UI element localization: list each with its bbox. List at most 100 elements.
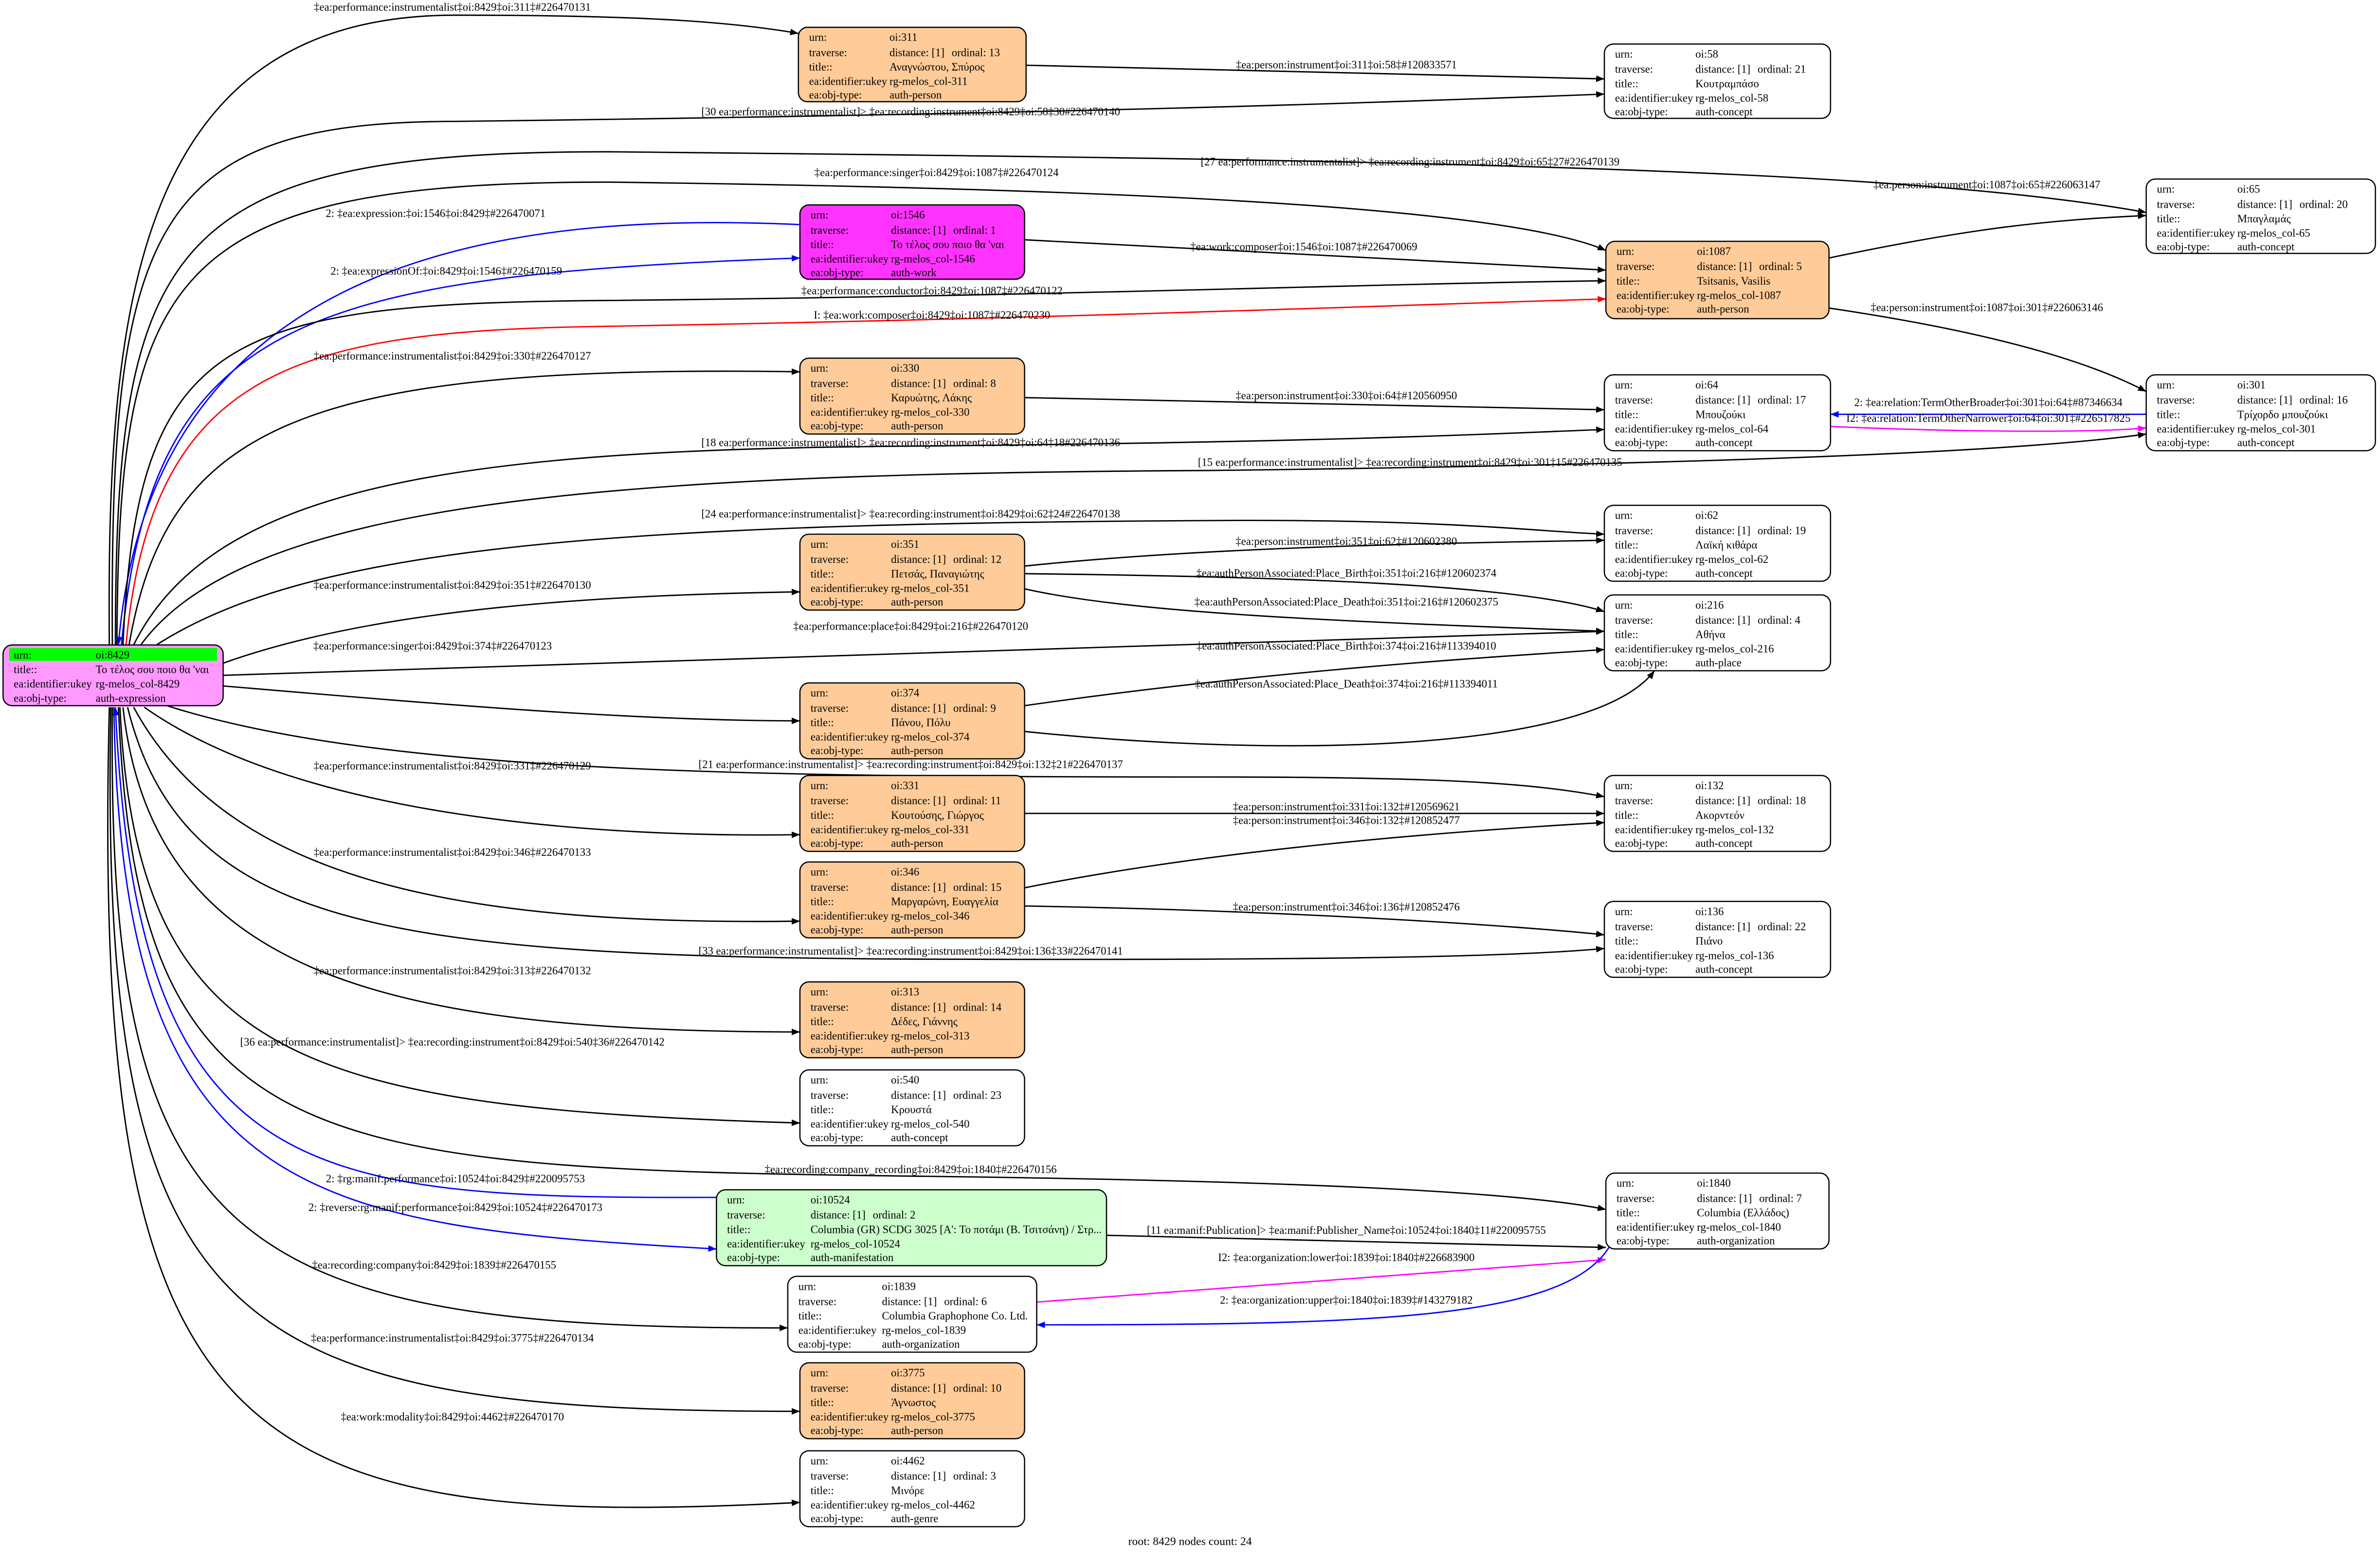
field-label-title: title:: bbox=[1615, 539, 1638, 551]
field-value-obj-type: auth-person bbox=[891, 1425, 944, 1437]
field-label-ukey: ea:identifier:ukey bbox=[811, 1499, 889, 1511]
field-value-obj-type: auth-concept bbox=[1695, 837, 1753, 849]
node-box bbox=[787, 1275, 1037, 1353]
field-label-traverse: traverse: bbox=[2157, 198, 2195, 210]
field-value-obj-type: auth-person bbox=[891, 837, 944, 849]
edge-8429-to-136: [33 ea:performance:instrumentalist]> ‡ea… bbox=[127, 707, 1605, 960]
field-value-urn: oi:65 bbox=[2237, 183, 2260, 195]
field-label-ukey: ea:identifier:ukey bbox=[809, 75, 888, 88]
field-label-ukey: ea:identifier:ukey bbox=[1615, 823, 1693, 835]
edge-8429-to-4462: ‡ea:work:modality‡oi:8429‡oi:4462‡#22647… bbox=[107, 707, 800, 1508]
field-value-distance: distance: [1] bbox=[1697, 260, 1752, 272]
field-value-distance: distance: [1] bbox=[891, 1470, 946, 1482]
edge-label: I2: ‡ea:relation:TermOtherNarrower‡oi:64… bbox=[1846, 412, 2130, 424]
edge-label: ‡ea:performance:instrumentalist‡oi:8429‡… bbox=[314, 350, 591, 362]
field-value-title: Columbia (GR) SCDG 3025 [A': Το ποτάμι (… bbox=[811, 1223, 1102, 1235]
field-value-urn: oi:1840 bbox=[1697, 1177, 1731, 1189]
edge-label: ‡ea:work:composer‡oi:1546‡oi:1087‡#22647… bbox=[1190, 241, 1417, 253]
edge-line bbox=[223, 685, 800, 724]
edge-line bbox=[114, 151, 2146, 645]
node-box bbox=[1603, 775, 1832, 852]
field-value-ukey: rg-melos_col-351 bbox=[891, 582, 969, 594]
field-label-obj-type: ea:obj-type: bbox=[1615, 963, 1668, 975]
node-box bbox=[799, 204, 1025, 280]
node-box bbox=[799, 775, 1025, 852]
field-label-traverse: traverse: bbox=[2157, 394, 2195, 406]
edge-301-to-64: 2: ‡ea:relation:TermOtherBroader‡oi:301‡… bbox=[1830, 396, 2146, 418]
field-label-urn: urn: bbox=[811, 1455, 829, 1467]
field-label-urn: urn: bbox=[1615, 509, 1633, 522]
field-value-obj-type: auth-person bbox=[891, 1044, 944, 1056]
field-value-title: Τρίχορδο μπουζούκι bbox=[2237, 408, 2328, 420]
field-label-ukey: ea:identifier:ukey bbox=[811, 910, 889, 922]
node-box bbox=[799, 981, 1025, 1059]
edge-line bbox=[121, 255, 800, 645]
field-value-distance: distance: [1] bbox=[882, 1295, 937, 1307]
field-value-title: Πιάνο bbox=[1695, 935, 1723, 947]
field-label-title: title:: bbox=[1617, 1207, 1640, 1219]
field-label-traverse: traverse: bbox=[811, 795, 849, 807]
edge-label: ‡ea:performance:singer‡oi:8429‡oi:1087‡#… bbox=[815, 166, 1059, 179]
field-label-urn: urn: bbox=[811, 538, 829, 550]
field-label-traverse: traverse: bbox=[1615, 795, 1653, 807]
field-value-urn: oi:216 bbox=[1695, 599, 1724, 611]
edge-label: 2: ‡ea:relation:TermOtherBroader‡oi:301‡… bbox=[1854, 396, 2123, 408]
field-value-ukey: rg-melos_col-65 bbox=[2237, 227, 2310, 239]
field-label-title: title:: bbox=[811, 809, 834, 821]
edge-label: ‡ea:person:instrument‡oi:311‡oi:58‡#1208… bbox=[1236, 58, 1457, 71]
field-value-ordinal: ordinal: 5 bbox=[1759, 260, 1802, 272]
field-value-title: Ακορντεόν bbox=[1695, 809, 1744, 821]
edge-line bbox=[133, 706, 800, 925]
field-label-obj-type: ea:obj-type: bbox=[1615, 567, 1668, 579]
edge-label: I: ‡ea:work:composer‡oi:8429‡oi:1087‡#22… bbox=[814, 309, 1050, 321]
edge-label: ‡ea:performance:instrumentalist‡oi:8429‡… bbox=[314, 964, 591, 976]
field-label-traverse: traverse: bbox=[1615, 394, 1653, 406]
field-value-title: Πάνου, Πόλυ bbox=[891, 717, 950, 729]
edge-346-to-132: ‡ea:person:instrument‡oi:346‡oi:132‡#120… bbox=[1024, 814, 1605, 889]
field-value-ukey: rg-melos_col-8429 bbox=[96, 678, 180, 690]
edge-8429-to-62: [24 ea:performance:instrumentalist]> ‡ea… bbox=[151, 508, 1605, 649]
edge-label: ‡ea:performance:instrumentalist‡oi:8429‡… bbox=[314, 579, 591, 591]
field-value-obj-type: auth-concept bbox=[1695, 436, 1753, 449]
field-value-distance: distance: [1] bbox=[891, 1089, 946, 1101]
edge-331-to-132: ‡ea:person:instrument‡oi:331‡oi:132‡#120… bbox=[1024, 801, 1605, 817]
field-value-obj-type: auth-work bbox=[891, 267, 937, 279]
edge-374-to-216: ‡ea:authPersonAssociated:Place_Death‡oi:… bbox=[1024, 670, 1655, 747]
edge-label: [24 ea:performance:instrumentalist]> ‡ea… bbox=[701, 508, 1120, 520]
edge-line bbox=[1024, 397, 1605, 413]
edge-1840-to-1839: 2: ‡ea:organization:upper‡oi:1840‡oi:183… bbox=[1036, 1247, 1610, 1328]
field-label-ukey: ea:identifier:ukey bbox=[799, 1324, 877, 1337]
field-label-ukey: ea:identifier:ukey bbox=[811, 731, 889, 743]
field-label-title: title:: bbox=[2157, 213, 2180, 225]
edge-line bbox=[139, 432, 2146, 647]
field-label-ukey: ea:identifier:ukey bbox=[811, 1411, 889, 1423]
edge-8429-to-65: [27 ea:performance:instrumentalist]> ‡ea… bbox=[114, 151, 2146, 645]
field-value-obj-type: auth-concept bbox=[1695, 963, 1753, 975]
edge-374-to-216: ‡ea:authPersonAssociated:Place_Birth‡oi:… bbox=[1024, 640, 1605, 706]
field-label-obj-type: ea:obj-type: bbox=[1615, 436, 1668, 449]
